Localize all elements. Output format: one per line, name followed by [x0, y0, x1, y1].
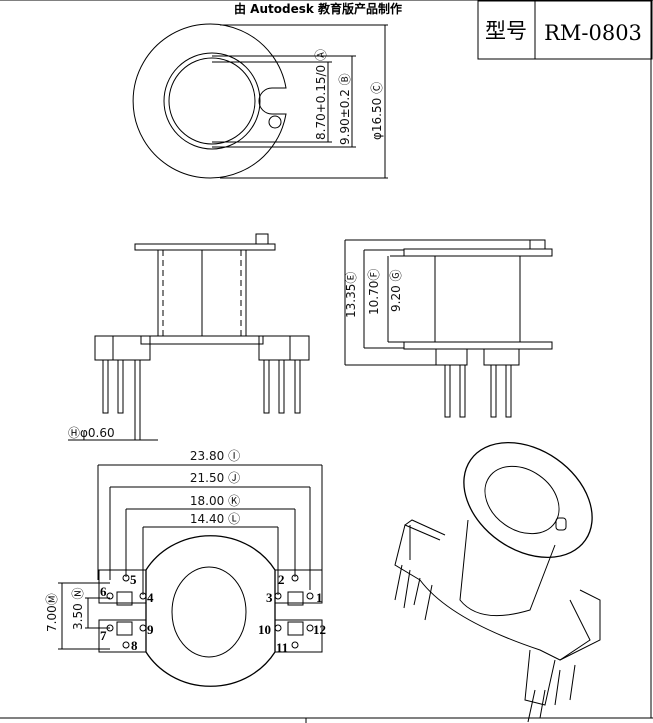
pin-label-10: 10: [258, 622, 271, 637]
dim-j-label: 21.50 Ⓙ: [190, 471, 240, 485]
dim-b-label: 9.90±0.2 Ⓑ: [338, 73, 352, 145]
dim-l-label: 14.40 Ⓛ: [190, 512, 240, 526]
dim-h-label: Ⓗφ0.60: [68, 426, 115, 440]
title-block: 型号 RM-0803: [477, 0, 653, 60]
model-number: RM-0803: [544, 21, 642, 45]
pin-label-1: 1: [316, 590, 323, 605]
pin-label-6: 6: [100, 584, 107, 599]
dim-k-label: 18.00 Ⓚ: [190, 494, 240, 508]
bottom-view: 23.80 Ⓘ 21.50 Ⓙ 18.00 Ⓚ 14.40 Ⓛ 1 2 3 4 …: [45, 449, 326, 687]
dim-g-label: 9.20 Ⓖ: [389, 269, 403, 312]
isometric-view: [394, 441, 601, 723]
dim-i-label: 23.80 Ⓘ: [190, 449, 240, 463]
dim-a-label: 8.70+0.15/0 Ⓐ: [314, 49, 328, 140]
model-label: 型号: [485, 19, 527, 43]
pin-label-5: 5: [130, 572, 137, 587]
dim-n-label: 3.50 Ⓝ: [71, 587, 85, 630]
dim-e-label: 13.35Ⓔ: [344, 272, 358, 318]
dim-f-label: 10.70Ⓕ: [367, 269, 381, 315]
pin-label-7: 7: [100, 628, 107, 643]
pin-label-11: 11: [276, 640, 288, 655]
pin-label-4: 4: [147, 590, 154, 605]
pin-label-12: 12: [313, 622, 326, 637]
dim-c-label: φ16.50 Ⓒ: [370, 82, 384, 140]
pin-label-9: 9: [147, 622, 154, 637]
pin-label-8: 8: [131, 638, 138, 653]
pin-label-3: 3: [266, 590, 273, 605]
pin-label-2: 2: [278, 572, 285, 587]
dim-m-label: 7.00Ⓜ: [45, 593, 59, 632]
side-view-right: 13.35Ⓔ 10.70Ⓕ 9.20 Ⓖ: [344, 239, 553, 418]
top-view: 8.70+0.15/0 Ⓐ 9.90±0.2 Ⓑ φ16.50 Ⓒ: [132, 23, 388, 179]
watermark-text: 由 Autodesk 教育版产品制作: [234, 1, 402, 16]
side-view-left: Ⓗφ0.60: [68, 233, 310, 441]
